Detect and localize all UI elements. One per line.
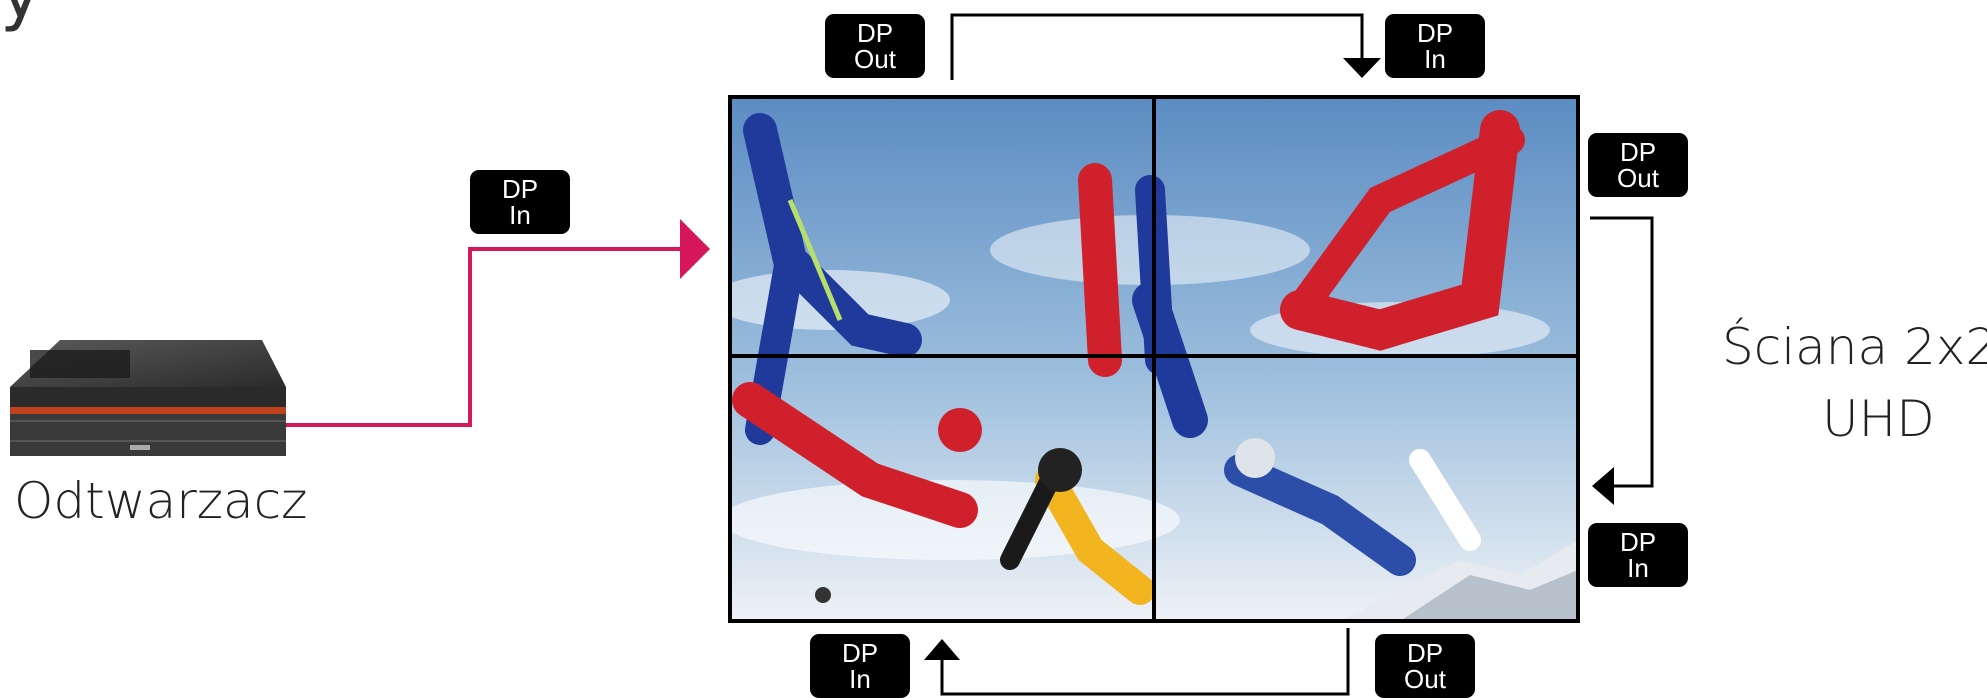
badge-line1: DP <box>1406 638 1444 668</box>
badge-line1: DP <box>501 174 539 204</box>
badge-line2: Out <box>1617 163 1659 193</box>
wall-label-line2: UHD <box>1822 390 1935 448</box>
badge-top-right-dp-in: DP In <box>1385 14 1485 78</box>
badge-line1: DP <box>1416 18 1454 48</box>
badge-line1: DP <box>856 18 894 48</box>
badge-right-top-dp-out: DP Out <box>1588 133 1688 197</box>
daisy-chain-bottom <box>940 628 1350 696</box>
daisy-chain-top-arrowhead <box>1343 58 1381 78</box>
daisy-chain-bottom-arrowhead <box>924 639 960 660</box>
badge-line1: DP <box>1619 527 1657 557</box>
video-wall-photo <box>730 97 1578 621</box>
wall-label-line1: Ściana 2x2 <box>1722 318 1987 376</box>
badge-line1: DP <box>841 638 879 668</box>
badge-line2: In <box>509 200 531 230</box>
badge-line2: In <box>1424 44 1446 74</box>
daisy-chain-top <box>950 13 1364 80</box>
daisy-chain-right <box>1590 216 1654 488</box>
badge-line1: DP <box>1619 137 1657 167</box>
daisy-chain-right-arrowhead <box>1592 467 1614 505</box>
cropped-title-glyph: y <box>0 0 41 34</box>
media-player-device <box>10 340 286 456</box>
badge-player-dp-in: DP In <box>470 170 570 234</box>
badge-line2: In <box>1627 553 1649 583</box>
player-label: Odtwarzacz <box>14 472 308 530</box>
badge-line2: In <box>849 664 871 694</box>
badge-right-bottom-dp-in: DP In <box>1588 523 1688 587</box>
badge-bottom-left-dp-in: DP In <box>810 634 910 698</box>
signal-arrowhead <box>680 219 710 279</box>
badge-top-left-dp-out: DP Out <box>825 14 925 78</box>
signal-line <box>286 247 680 427</box>
badge-line2: Out <box>1404 664 1446 694</box>
badge-line2: Out <box>854 44 896 74</box>
badge-bottom-right-dp-out: DP Out <box>1375 634 1475 698</box>
